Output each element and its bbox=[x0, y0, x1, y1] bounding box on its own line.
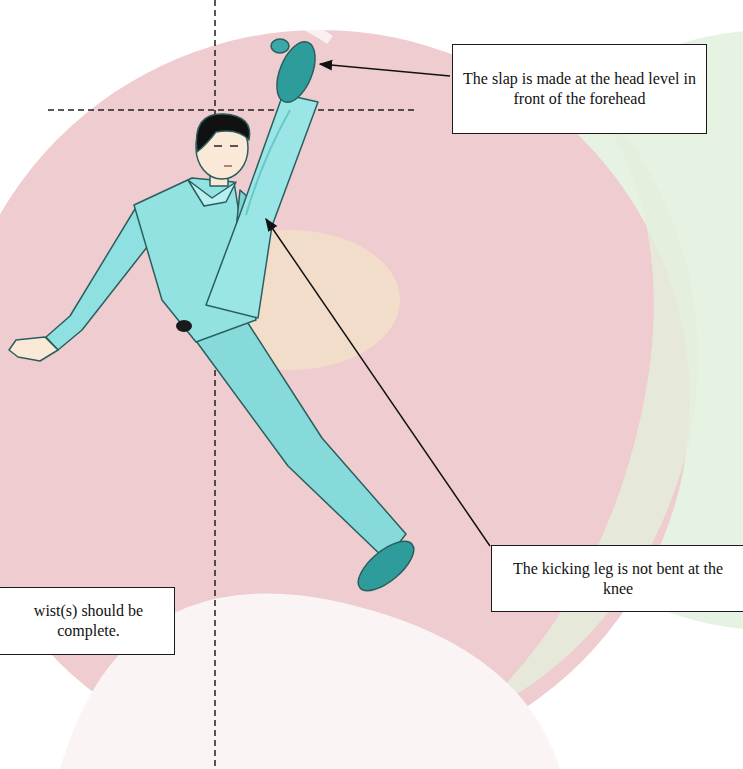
pink-disc bbox=[0, 30, 690, 769]
leader-line bbox=[320, 64, 450, 76]
belt-mark bbox=[176, 320, 192, 332]
callout-box: The slap is made at the head level in fr… bbox=[452, 44, 707, 134]
guide-line bbox=[48, 109, 415, 111]
shoe bbox=[269, 36, 323, 107]
leg-fold bbox=[246, 110, 290, 215]
shoe bbox=[271, 39, 289, 53]
support-leg bbox=[188, 320, 406, 560]
mouth bbox=[224, 165, 232, 167]
callout-text: The slap is made at the head level in fr… bbox=[463, 69, 696, 109]
kicking-leg bbox=[206, 94, 318, 318]
collar bbox=[188, 180, 236, 206]
callout-box: The kicking leg is not bent at the knee bbox=[491, 545, 743, 612]
eye bbox=[230, 145, 238, 147]
callout-text: The kicking leg is not bent at the knee bbox=[502, 559, 734, 599]
green-swirl bbox=[470, 60, 698, 720]
hand bbox=[9, 337, 58, 361]
callout-text: wist(s) should be complete. bbox=[13, 601, 164, 641]
shoe bbox=[350, 533, 421, 600]
hair bbox=[196, 114, 249, 152]
callout-box: wist(s) should be complete. bbox=[0, 587, 175, 655]
leader-line bbox=[266, 219, 490, 546]
eye bbox=[214, 145, 222, 147]
white-swirl bbox=[160, 9, 330, 40]
